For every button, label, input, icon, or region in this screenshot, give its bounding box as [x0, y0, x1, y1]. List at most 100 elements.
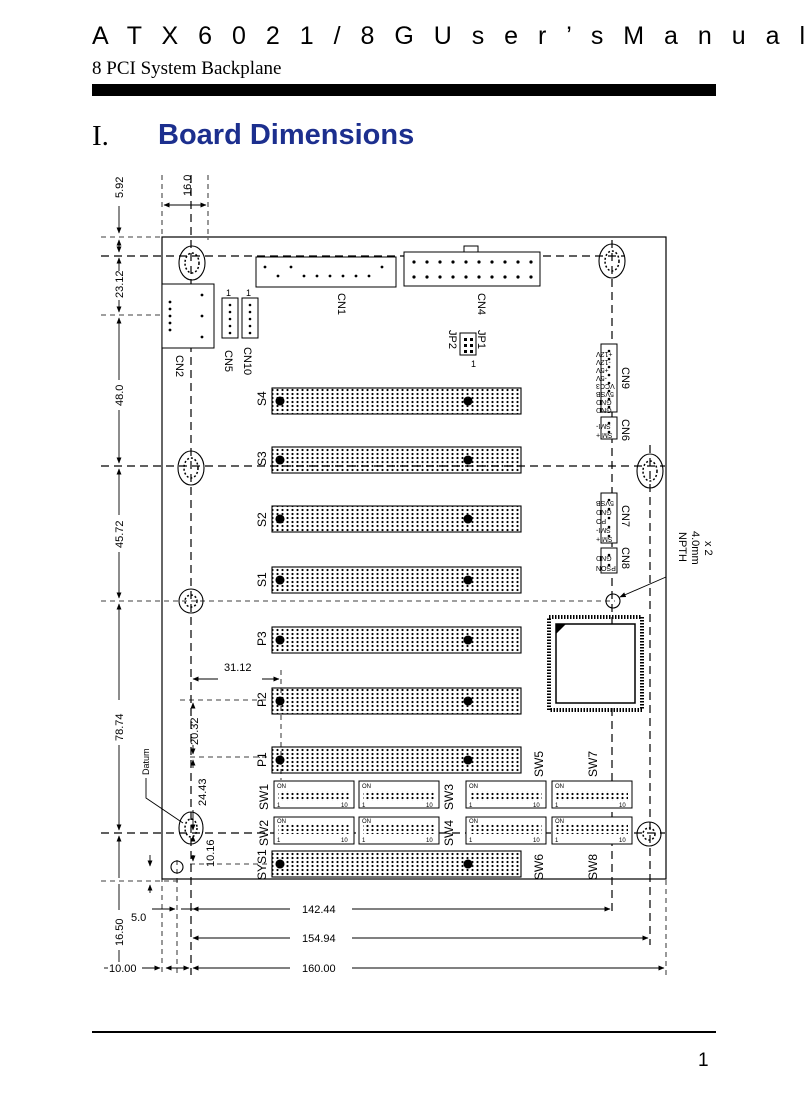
dip-switches	[273, 780, 633, 845]
sw3-pin-1: 1	[362, 803, 366, 809]
dim-5-92: 5.92	[114, 177, 126, 198]
slot-s1	[271, 566, 522, 594]
pci-slots	[271, 387, 522, 878]
label-s4: S4	[255, 391, 269, 406]
mounting-hole-top-right	[598, 243, 626, 279]
section-number: I.	[92, 120, 109, 152]
page-number: 1	[698, 1050, 709, 1071]
sw4-on-label: ON	[362, 819, 371, 825]
sw6-on-label: ON	[469, 819, 478, 825]
slot-s3	[271, 446, 522, 474]
cn6-pin-2: SMI+	[596, 431, 613, 438]
sw4-pin-1: 1	[362, 838, 366, 844]
dim-23-12: 23.12	[114, 270, 126, 298]
cn7-pin-3: PO	[595, 517, 606, 524]
connector-cn4	[403, 251, 541, 287]
dim-154-94: 154.94	[302, 933, 336, 945]
horizontal-dimension-lines	[104, 202, 667, 971]
label-cn4: CN4	[475, 293, 487, 315]
slot-p1	[271, 746, 522, 774]
jumper-jp2-jp1	[459, 332, 477, 356]
cn9-pin-2: -12V	[596, 358, 611, 365]
pin-function-labels: +12V -12V +5V -5V VCC3 5VSB GND GND SMI-…	[595, 350, 616, 571]
dim-10-00: 10.00	[109, 963, 137, 975]
sw7-on-label: ON	[555, 784, 564, 790]
connector-cn6	[600, 416, 618, 440]
label-sw2: SW2	[257, 820, 271, 846]
sw6-pin-10: 10	[533, 838, 540, 844]
slot-labels: S4 S3 S2 S1 P3 P2 P1 SYS1	[255, 391, 269, 880]
vertical-dimension-values: 5.92 23.12 48.0 45.72 78.74 16.50 20.32 …	[114, 175, 217, 946]
sw3-on-label: ON	[362, 784, 371, 790]
dip-switch-markings: ON 1 10 ON 1 10 ON 1 10 ON 1 10 ON 1 10 …	[277, 784, 626, 844]
cn8-pin-2: PSON	[596, 564, 616, 571]
dim-45-72: 45.72	[114, 520, 126, 548]
cn6-pin-1: SMI-	[595, 422, 610, 429]
mounting-hole-top-left	[178, 245, 206, 281]
manual-title: A T X 6 0 2 1 / 8 G U s e r ’ s M a n u …	[92, 22, 808, 50]
dim-78-74: 78.74	[114, 713, 126, 741]
mounting-hole-bottom-right	[636, 821, 662, 847]
connector-cn1	[255, 256, 397, 288]
label-cn2: CN2	[173, 355, 185, 377]
dip-switch-sw7	[551, 780, 633, 809]
npth-hole	[605, 593, 621, 609]
connector-pins	[168, 260, 611, 567]
cn10-pin-one: 1	[246, 288, 251, 298]
cn5-pin-one: 1	[226, 288, 231, 298]
sw8-pin-1: 1	[555, 838, 559, 844]
cn8-pin-1: GND	[596, 554, 612, 561]
cn9-pin-1: +12V	[596, 350, 613, 357]
sw1-pin-1: 1	[277, 803, 281, 809]
sw2-pin-1: 1	[277, 838, 281, 844]
label-cn7: CN7	[619, 505, 631, 527]
sw2-pin-10: 10	[341, 838, 348, 844]
dip-switch-sw5	[465, 780, 547, 809]
sw1-on-label: ON	[277, 784, 286, 790]
label-s1: S1	[255, 572, 269, 587]
dip-switch-sw4	[358, 816, 440, 845]
label-sw6: SW6	[532, 854, 546, 880]
label-p1: P1	[255, 752, 269, 767]
label-cn9: CN9	[619, 367, 631, 389]
mounting-hole-datum	[178, 811, 204, 845]
dim-5-0: 5.0	[131, 912, 146, 924]
mounting-hole-mid-left	[177, 450, 205, 486]
label-cn8: CN8	[619, 547, 631, 569]
label-sw3: SW3	[442, 784, 456, 810]
mounting-hole-mid-right	[636, 453, 664, 489]
cn7-pin-1: 5VSB	[596, 499, 614, 506]
connector-cn8	[600, 547, 618, 574]
connector-cn9	[600, 343, 618, 413]
label-sw1: SW1	[257, 784, 271, 810]
label-sw5: SW5	[532, 751, 546, 777]
mounting-hole-lower-left	[178, 588, 204, 614]
npth-line-3: x 2	[702, 541, 714, 556]
dim-10-16: 10.16	[205, 839, 217, 867]
dim-16-0: 16.0	[182, 175, 194, 196]
cn7-pin-4: SMI-	[595, 526, 610, 533]
cn9-pin-3: +5V	[596, 366, 609, 373]
slot-sys1	[271, 850, 522, 878]
dim-16-50: 16.50	[114, 918, 126, 946]
npth-callout: NPTH 4.0mm x 2	[676, 531, 714, 565]
sw6-pin-1: 1	[469, 838, 473, 844]
dim-31-12: 31.12	[224, 662, 252, 674]
connector-labels: CN1 CN4 CN2 CN5 CN10 JP2 JP1 CN9 CN6 CN7…	[173, 293, 631, 569]
label-s3: S3	[255, 451, 269, 466]
cn9-pin-6: 5VSB	[596, 390, 614, 397]
datum-label: Datum	[141, 748, 151, 775]
label-cn6: CN6	[619, 419, 631, 441]
label-sw7: SW7	[586, 751, 600, 777]
footer-rule	[92, 1031, 716, 1033]
dim-20-32: 20.32	[189, 717, 201, 745]
sw2-on-label: ON	[277, 819, 286, 825]
jp1-pin-one: 1	[471, 359, 476, 369]
slot-s2	[271, 505, 522, 533]
top-connectors	[161, 245, 618, 574]
cn9-pin-8: GND	[596, 406, 612, 413]
slot-p2	[271, 687, 522, 715]
sw5-on-label: ON	[469, 784, 478, 790]
sw8-on-label: ON	[555, 819, 564, 825]
label-sys1: SYS1	[255, 849, 269, 880]
